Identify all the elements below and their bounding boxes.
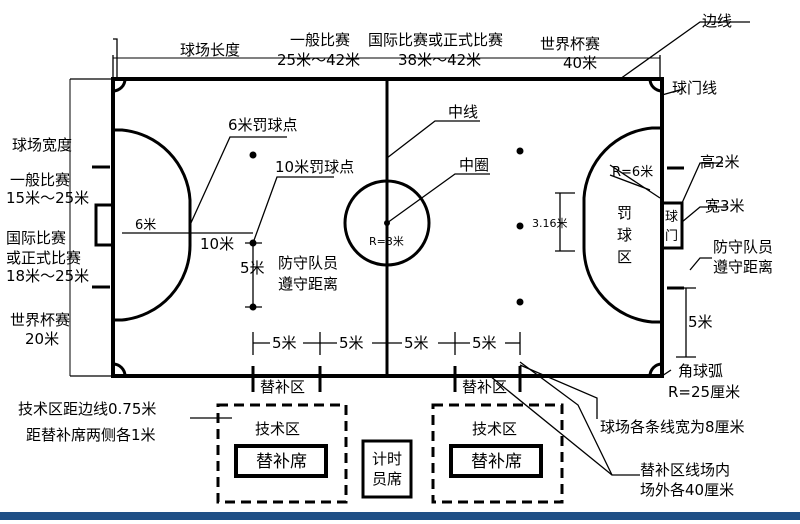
right-radius-label: R=6米 [612, 165, 653, 180]
defender-spot-right [516, 298, 524, 306]
tech-areas [216, 403, 564, 504]
six-m-spot-right [516, 147, 524, 155]
tech-note-1: 技术区距边线0.75米 [18, 400, 156, 418]
field-markings [94, 77, 684, 378]
intl-length-value: 38米～42米 [398, 51, 481, 69]
right-penalty-area [582, 126, 662, 324]
corner-radius-label: R=25厘米 [668, 383, 740, 401]
center-circle [343, 179, 431, 267]
field-length-label: 球场长度 [180, 41, 240, 59]
bottom-bar [0, 512, 800, 520]
touch-line-label: 边线 [702, 12, 732, 30]
left-penalty-area [113, 128, 192, 322]
dist-316-label: 3.16米 [532, 217, 568, 230]
ten-m-spot-right [516, 222, 524, 230]
corner-arc-tr [648, 78, 663, 93]
corner-arc-tl [112, 78, 127, 93]
sub-line-label-1: 替补区线场内 [640, 461, 730, 479]
tech-zone-left-label: 技术区 [255, 420, 300, 438]
field-width-label: 球场宽度 [12, 136, 72, 154]
tech-note-2: 距替补席两侧各1米 [26, 426, 156, 444]
defender-distance-label-1: 防守队员 [278, 254, 338, 272]
sub-zone-left-label: 替补区 [260, 378, 305, 396]
goal-width-label: 宽3米 [705, 197, 745, 215]
timekeeper-label-1: 计时 [372, 450, 402, 468]
world-cup-left-label: 世界杯赛 [10, 311, 70, 329]
bench-right-label: 替补席 [471, 452, 522, 472]
corner-arc-label: 角球弧 [678, 362, 723, 380]
intl-left-label-1: 国际比赛 [6, 229, 66, 247]
world-cup-length-value: 40米 [563, 54, 597, 72]
intl-width-value: 18米～25米 [6, 267, 89, 285]
general-match-top-label: 一般比赛 [290, 31, 350, 49]
right-defender-label-1: 防守队员 [713, 238, 773, 256]
five-m-bottom-1: 5米 [272, 334, 297, 352]
line-width-label: 球场各条线宽为8厘米 [600, 418, 745, 436]
intl-match-top-label: 国际比赛或正式比赛 [368, 31, 503, 49]
penalty-area-char-3: 区 [617, 248, 632, 266]
world-cup-width-value: 20米 [25, 330, 59, 348]
six-m-spot-left [249, 151, 257, 159]
goal-height-label: 高2米 [700, 153, 740, 171]
sub-zone-right-label: 替补区 [462, 378, 507, 396]
world-cup-top-label: 世界杯赛 [540, 35, 600, 53]
penalty-area-char-1: 罚 [617, 204, 632, 222]
five-m-left-label: 5米 [240, 259, 265, 277]
intl-left-label-2: 或正式比赛 [6, 249, 81, 267]
tech-zone-left-box [216, 403, 348, 504]
bench-left-box [234, 444, 328, 478]
ten-m-label: 10米 [200, 235, 234, 253]
center-circle-label: 中圈 [459, 156, 489, 174]
benches [234, 439, 543, 499]
goal-char-2: 门 [665, 229, 678, 244]
bench-left-label: 替补席 [256, 452, 307, 472]
bench-right-box [449, 444, 543, 478]
five-m-bottom-2: 5米 [339, 334, 364, 352]
right-defender-label-2: 遵守距离 [713, 258, 773, 276]
timekeeper-box [361, 439, 413, 499]
corner-arc-bl [112, 362, 127, 377]
general-width-value: 15米～25米 [6, 189, 89, 207]
leader-lines [69, 21, 750, 476]
six-m-penalty-label: 6米罚球点 [228, 116, 298, 134]
general-length-value: 25米～42米 [277, 51, 360, 69]
five-m-bottom-3: 5米 [404, 334, 429, 352]
center-line-label: 中线 [448, 103, 478, 121]
tech-zone-right-box [431, 403, 564, 504]
tech-zone-right-label: 技术区 [472, 420, 517, 438]
right-goal [660, 201, 684, 250]
side-markers [92, 165, 684, 290]
corner-arc-br [648, 362, 663, 377]
ten-m-penalty-label: 10米罚球点 [275, 158, 354, 176]
goal-char-1: 球 [665, 210, 678, 225]
five-m-right-label: 5米 [688, 313, 713, 331]
five-m-bottom-4: 5米 [472, 334, 497, 352]
goal-line-label: 球门线 [672, 79, 717, 97]
general-match-left-label: 一般比赛 [10, 171, 70, 189]
sub-line-label-2: 场外各40厘米 [640, 481, 734, 499]
circle-radius-label: R=3米 [369, 235, 404, 248]
timekeeper-label-2: 员席 [372, 470, 402, 488]
penalty-area-char-2: 球 [617, 226, 632, 244]
defender-distance-label-2: 遵守距离 [278, 275, 338, 293]
left-goal [94, 203, 115, 247]
six-m-label: 6米 [135, 218, 156, 233]
